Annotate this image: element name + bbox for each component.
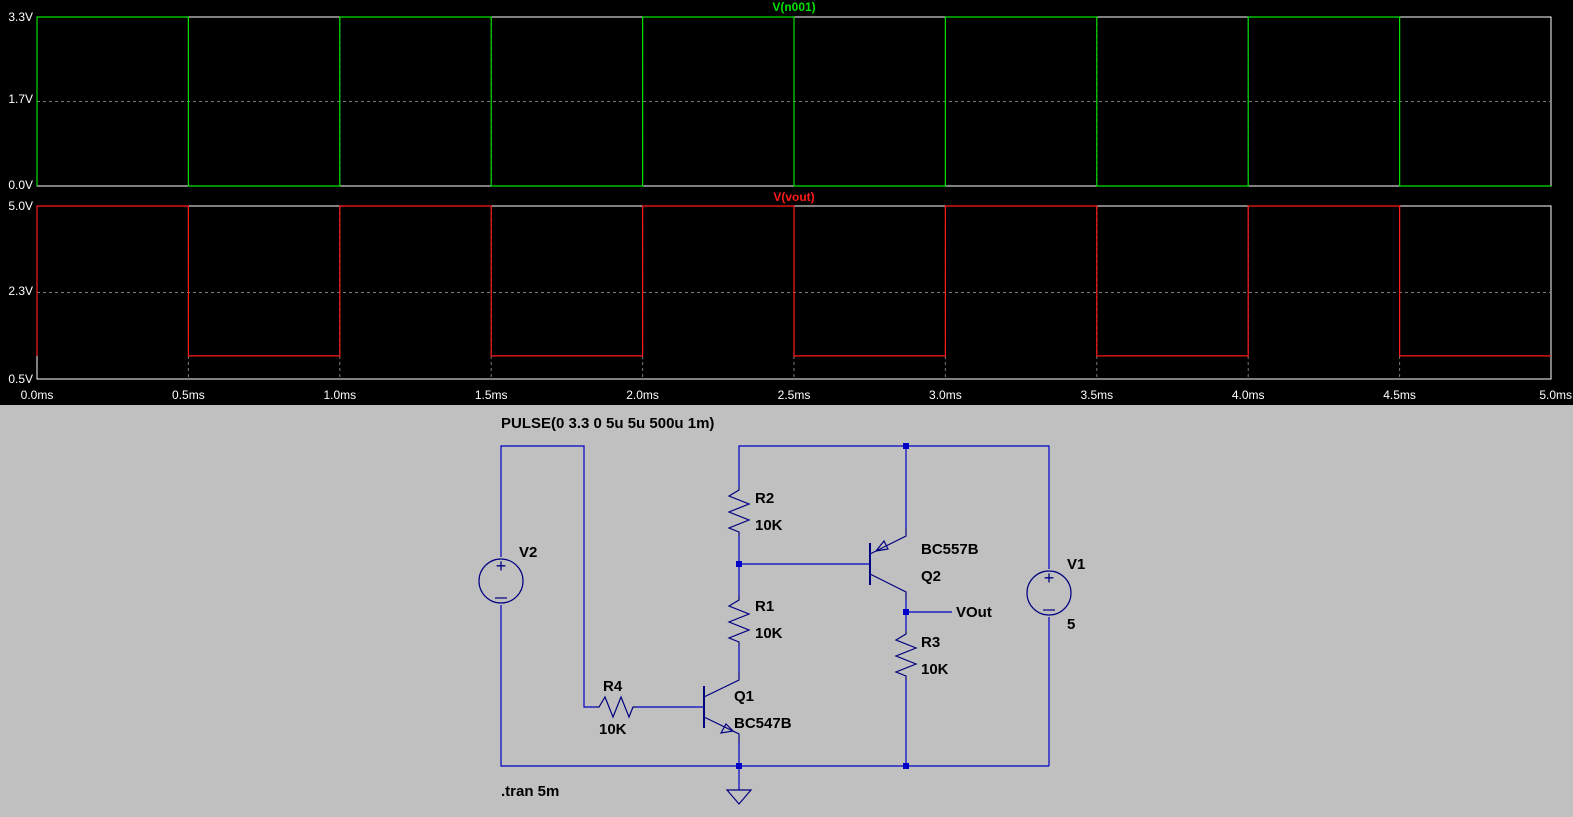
resistor-zigzag-icon	[595, 695, 637, 719]
resistor-r2[interactable]: R2 10K	[727, 486, 783, 536]
q2-model: BC557B	[921, 541, 979, 558]
x-tick-label: 4.5ms	[1383, 388, 1416, 402]
resistor-zigzag-icon	[894, 630, 918, 680]
wire-ground-rail[interactable]	[500, 605, 1049, 767]
v2-label: V2	[519, 544, 537, 561]
ytick-bottom-min: 0.5V	[8, 372, 33, 386]
r4-value: 10K	[599, 721, 627, 738]
resistor-r3[interactable]: R3 10K	[894, 630, 949, 680]
ground-icon	[725, 789, 753, 805]
wire-supply-rail[interactable]	[738, 445, 1050, 569]
npn-emitter-icon	[703, 716, 740, 742]
plus-icon: +	[1044, 568, 1055, 588]
resistor-r1[interactable]: R1 10K	[727, 596, 783, 646]
pulse-directive[interactable]: PULSE(0 3.3 0 5u 5u 500u 1m)	[501, 415, 714, 432]
x-tick-label: 5.0ms	[1539, 388, 1572, 402]
source-circle-icon	[1026, 570, 1072, 616]
resistor-zigzag-icon	[727, 596, 751, 646]
r3-value: 10K	[921, 661, 949, 678]
r1-value: 10K	[755, 625, 783, 642]
r1-label: R1	[755, 598, 774, 615]
q1-label: Q1	[734, 688, 754, 705]
junctions	[736, 443, 909, 769]
waveform-plot[interactable]: V(n001) 3.3V 1.7V 0.0V V(vout) 5.0V 2.3V…	[0, 0, 1573, 405]
resistor-r4[interactable]: R4 10K	[595, 678, 637, 738]
ytick-top-max: 3.3V	[8, 10, 33, 24]
x-tick-label: 2.0ms	[626, 388, 659, 402]
r4-label: R4	[603, 678, 623, 695]
trace-vn001	[36, 16, 1551, 187]
q2-label: Q2	[921, 568, 941, 585]
wires[interactable]	[500, 445, 1050, 790]
plot-pane-top[interactable]: V(n001) 3.3V 1.7V 0.0V	[8, 0, 1552, 192]
transistor-q2[interactable]: BC557B Q2	[869, 528, 979, 600]
tran-directive[interactable]: .tran 5m	[501, 783, 559, 800]
junction-dot	[736, 561, 742, 567]
ytick-bottom-mid: 2.3V	[8, 284, 33, 298]
resistor-zigzag-icon	[727, 486, 751, 536]
ytick-bottom-max: 5.0V	[8, 199, 33, 213]
source-circle-icon	[478, 558, 524, 604]
x-axis-ticks: 0.0ms 0.5ms 1.0ms 1.5ms 2.0ms 2.5ms 3.0ms 3.5ms…	[21, 388, 1572, 402]
v1-value: 5	[1067, 616, 1075, 633]
schematic-pane[interactable]: PULSE(0 3.3 0 5u 5u 500u 1m) .tran 5m	[0, 405, 1573, 812]
r2-label: R2	[755, 490, 774, 507]
x-tick-label: 3.5ms	[1080, 388, 1113, 402]
ytick-top-mid: 1.7V	[8, 92, 33, 106]
x-tick-label: 2.5ms	[778, 388, 811, 402]
junction-dot	[903, 609, 909, 615]
junction-dot	[903, 763, 909, 769]
r3-label: R3	[921, 634, 940, 651]
emitter-arrow-icon	[719, 723, 735, 734]
junction-dot	[903, 443, 909, 449]
x-tick-label: 1.0ms	[323, 388, 356, 402]
junction-dot	[736, 763, 742, 769]
q1-model: BC547B	[734, 715, 792, 732]
v1-label: V1	[1067, 556, 1085, 573]
x-tick-label: 1.5ms	[475, 388, 508, 402]
wire-v2-to-r4[interactable]	[500, 445, 595, 708]
voltage-source-v2[interactable]: + V2	[478, 544, 537, 604]
plus-icon: +	[496, 556, 507, 576]
transistor-q1[interactable]: Q1 BC547B	[703, 672, 792, 742]
voltage-source-v1[interactable]: + V1 5	[1026, 556, 1085, 633]
x-tick-label: 0.5ms	[172, 388, 205, 402]
schematic-canvas[interactable]: PULSE(0 3.3 0 5u 5u 500u 1m) .tran 5m	[0, 405, 1573, 812]
pnp-collector-icon	[869, 573, 907, 600]
x-tick-label: 3.0ms	[929, 388, 962, 402]
npn-collector-icon	[703, 672, 740, 698]
x-tick-label: 0.0ms	[21, 388, 54, 402]
r2-value: 10K	[755, 517, 783, 534]
trace-vout	[36, 205, 1551, 357]
x-tick-label: 4.0ms	[1232, 388, 1265, 402]
emitter-arrow-icon	[874, 539, 889, 552]
vout-net-label[interactable]: VOut	[956, 604, 992, 621]
pnp-emitter-icon	[869, 528, 907, 555]
waveform-plot-pane[interactable]: V(n001) 3.3V 1.7V 0.0V V(vout) 5.0V 2.3V…	[0, 0, 1573, 405]
ytick-top-min: 0.0V	[8, 178, 33, 192]
plot-pane-bottom[interactable]: V(vout) 5.0V 2.3V 0.5V	[8, 190, 1552, 386]
trace-title-vn001[interactable]: V(n001)	[772, 0, 815, 14]
trace-title-vout[interactable]: V(vout)	[773, 190, 814, 204]
